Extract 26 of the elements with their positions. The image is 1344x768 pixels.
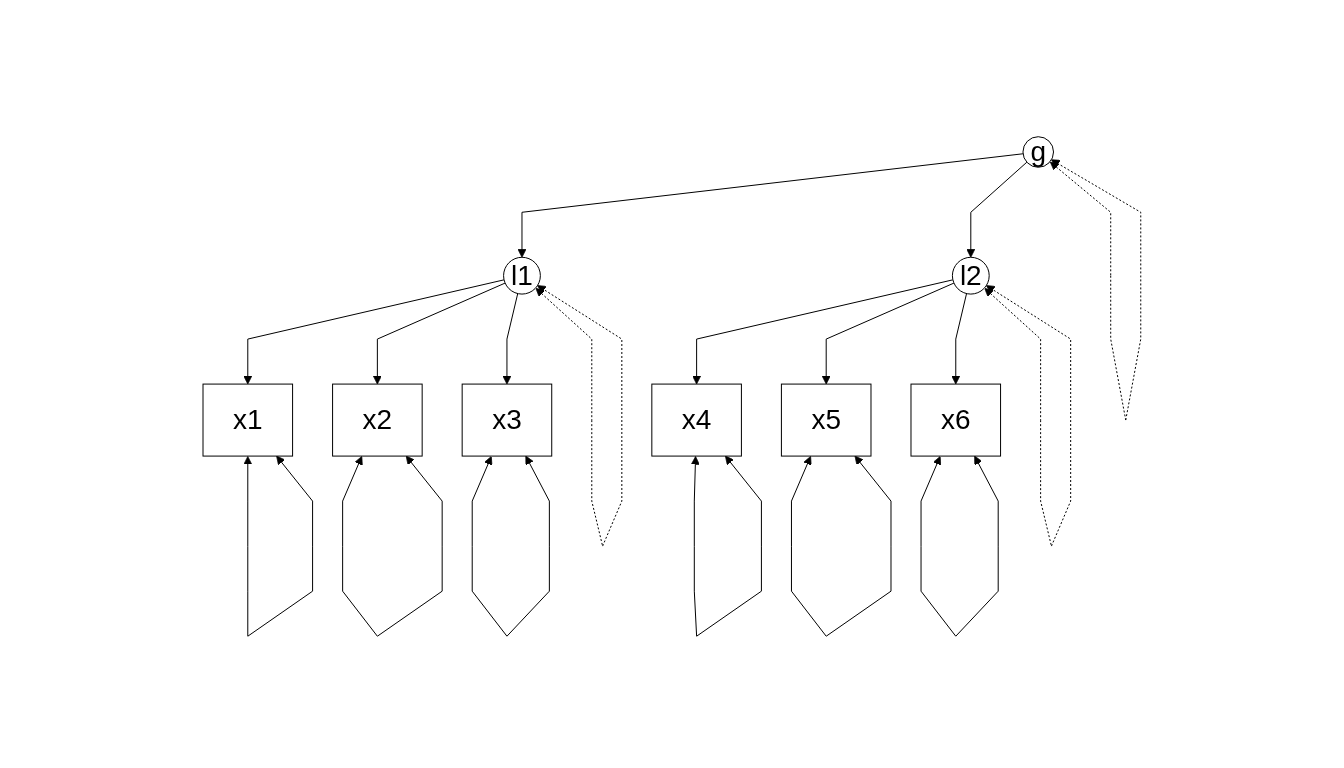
arrow [791, 456, 892, 637]
arrow [342, 456, 443, 637]
arrow [535, 285, 623, 547]
node-box: x6 [910, 383, 1002, 457]
arrow [984, 285, 1072, 547]
node-box: x2 [332, 383, 423, 457]
arrow [373, 282, 506, 385]
arrow [951, 293, 968, 385]
arrow [1050, 159, 1142, 421]
arrow [243, 279, 505, 385]
node-box: x3 [461, 383, 553, 457]
arrow [966, 162, 1028, 258]
arrow [502, 293, 519, 385]
arrow [920, 456, 999, 637]
arrow [821, 282, 955, 385]
node-circle: l2 [952, 257, 990, 295]
arrow [471, 456, 550, 637]
arrow [692, 279, 954, 385]
arrow [243, 456, 314, 637]
arrow [691, 456, 762, 637]
node-circle: g [1022, 136, 1055, 169]
node-box: x1 [202, 383, 294, 457]
node-circle: l1 [503, 257, 541, 295]
node-box: x4 [651, 383, 742, 457]
arrow [517, 153, 1024, 258]
node-box: x5 [781, 383, 872, 457]
